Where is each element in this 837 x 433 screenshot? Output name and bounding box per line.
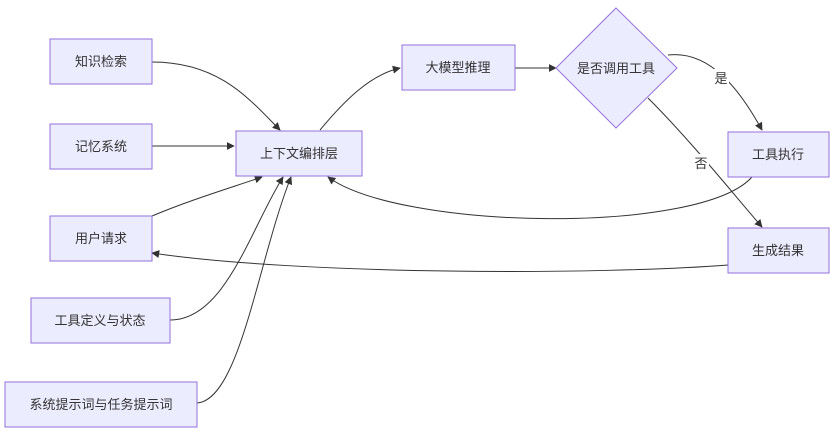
node-llm-inference-label: 大模型推理 xyxy=(425,61,490,76)
node-generate-result-label: 生成结果 xyxy=(752,244,804,259)
edge-result-to-user-request xyxy=(151,250,729,272)
node-prompts-label: 系统提示词与任务提示词 xyxy=(29,397,172,413)
node-tool-definition: 工具定义与状态 xyxy=(30,297,171,344)
node-call-tool-decision-label: 是否调用工具 xyxy=(577,62,655,77)
node-context-orchestration: 上下文编排层 xyxy=(235,130,363,177)
node-prompts: 系统提示词与任务提示词 xyxy=(4,381,198,428)
node-knowledge-retrieval: 知识检索 xyxy=(49,38,153,85)
edge-user-request-to-context xyxy=(151,175,263,217)
edge-label-yes: 是 xyxy=(713,69,729,87)
node-tool-execution-label: 工具执行 xyxy=(752,148,804,163)
edge-tool-def-to-context xyxy=(169,176,284,321)
edge-context-to-llm xyxy=(319,65,401,131)
edge-label-no-text: 否 xyxy=(694,157,707,172)
node-tool-definition-label: 工具定义与状态 xyxy=(54,314,145,329)
node-call-tool-decision: 是否调用工具 xyxy=(555,7,678,129)
node-knowledge-retrieval-label: 知识检索 xyxy=(75,54,127,70)
edge-label-no: 否 xyxy=(693,154,709,172)
node-llm-inference: 大模型推理 xyxy=(401,44,516,91)
node-memory-system: 记忆系统 xyxy=(49,123,153,170)
node-user-request: 用户请求 xyxy=(49,215,153,262)
edge-tool-exec-to-context xyxy=(327,176,753,220)
node-context-orchestration-label: 上下文编排层 xyxy=(260,147,338,162)
edge-prompts-to-context xyxy=(196,176,293,404)
node-tool-execution: 工具执行 xyxy=(727,131,830,178)
edge-decision-yes-to-tool-exec xyxy=(667,54,763,131)
edge-knowledge-to-context xyxy=(151,61,281,131)
node-generate-result: 生成结果 xyxy=(727,227,830,274)
node-memory-system-label: 记忆系统 xyxy=(75,139,127,155)
edge-label-yes-text: 是 xyxy=(714,72,727,87)
node-user-request-label: 用户请求 xyxy=(75,231,127,247)
